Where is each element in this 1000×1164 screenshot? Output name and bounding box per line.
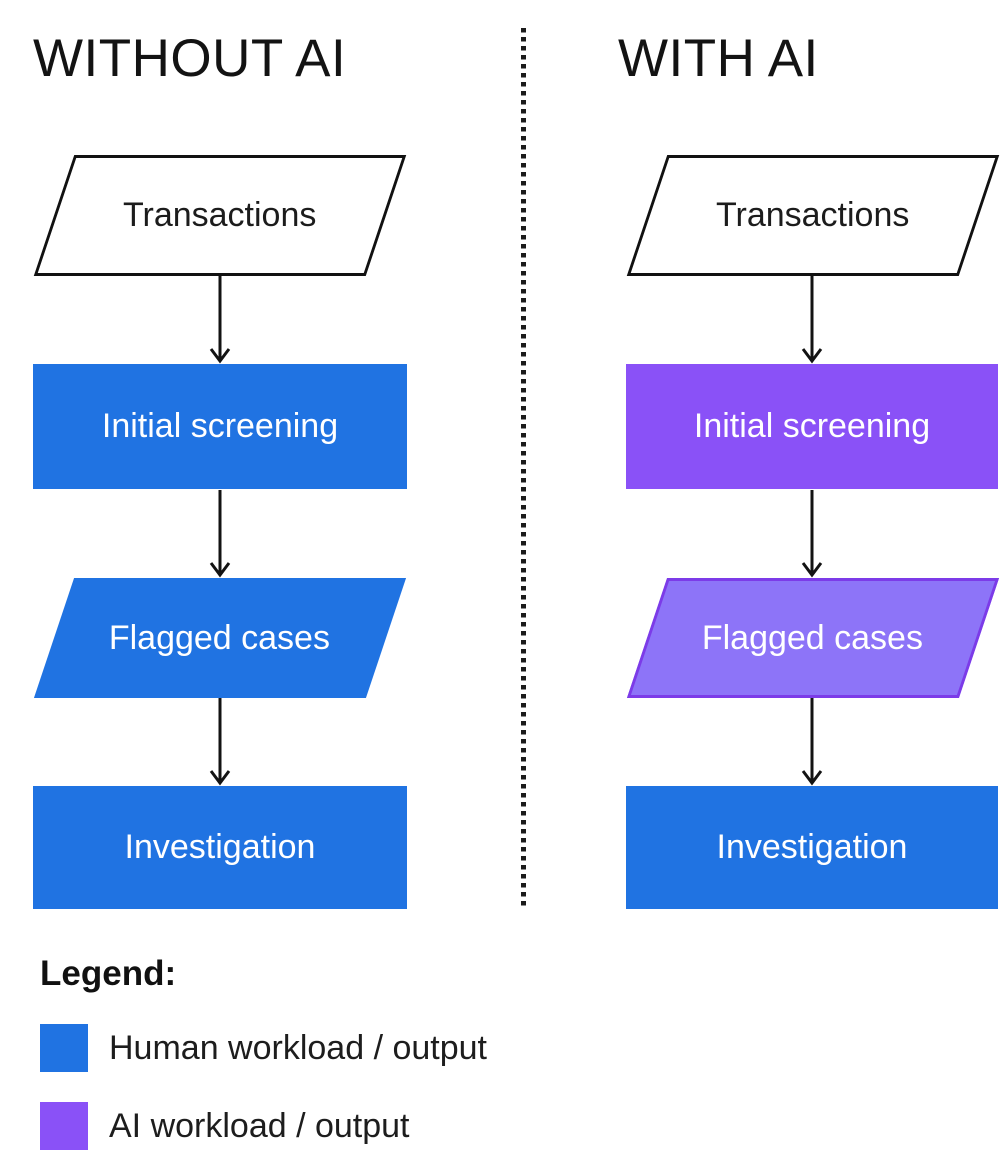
legend-label: AI workload / output [109, 1106, 410, 1145]
node-investigation-with-ai: Investigation [626, 786, 998, 909]
dotted-divider [521, 28, 526, 908]
node-initial-screening-without-ai: Initial screening [33, 364, 407, 489]
node-label: Flagged cases [702, 618, 924, 657]
node-label: Transactions [123, 196, 317, 234]
node-transactions-with-ai: Transactions [626, 155, 1000, 276]
legend-swatch-ai [40, 1102, 88, 1150]
right-column-title: WITH AI [618, 29, 819, 88]
node-transactions-without-ai: Transactions [33, 155, 407, 276]
node-label: Investigation [716, 828, 908, 866]
arrow-down-icon [209, 698, 231, 786]
node-flagged-cases-with-ai: Flagged cases [626, 578, 1000, 698]
node-label: Flagged cases [109, 618, 331, 657]
arrow-down-icon [209, 490, 231, 578]
arrow-down-icon [209, 276, 231, 364]
node-flagged-cases-without-ai: Flagged cases [33, 578, 407, 698]
node-label: Investigation [124, 828, 316, 866]
legend-heading: Legend: [40, 954, 177, 993]
node-label: Initial screening [101, 407, 339, 445]
arrow-down-icon [801, 276, 823, 364]
arrow-down-icon [801, 698, 823, 786]
node-investigation-without-ai: Investigation [33, 786, 407, 909]
legend-label: Human workload / output [109, 1028, 487, 1067]
legend-item-ai: AI workload / output [40, 1102, 410, 1150]
legend-item-human: Human workload / output [40, 1024, 487, 1072]
arrow-down-icon [801, 490, 823, 578]
legend-swatch-human [40, 1024, 88, 1072]
node-label: Transactions [716, 196, 910, 234]
left-column-title: WITHOUT AI [33, 29, 347, 88]
node-label: Initial screening [693, 407, 931, 445]
node-initial-screening-with-ai: Initial screening [626, 364, 998, 489]
